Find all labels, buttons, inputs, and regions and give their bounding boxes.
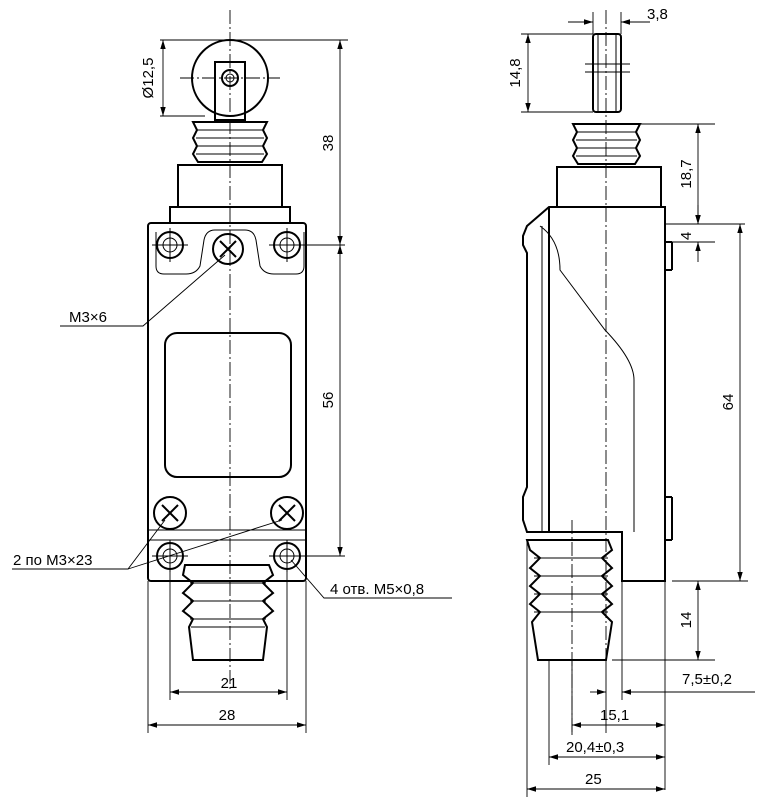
dim-offset-rear: 7,5±0,2 — [682, 671, 732, 688]
dim-height-body: 56 — [320, 392, 337, 409]
dim-roller-width: 3,8 — [647, 6, 668, 23]
front-hole-bottom-right — [269, 540, 345, 572]
dim-roller-height: 14,8 — [507, 58, 524, 87]
front-bellows — [191, 121, 269, 163]
dim-total-depth: 25 — [585, 771, 602, 788]
callout-screw-top: M3×6 — [69, 309, 107, 326]
callout-screws-bottom: 2 по M3×23 — [13, 552, 92, 569]
dim-axis-offset: 15,1 — [600, 707, 629, 724]
callout-holes: 4 отв. M5×0,8 — [330, 581, 424, 598]
side-bellows — [571, 123, 642, 165]
side-body — [522, 206, 666, 582]
front-body — [147, 222, 307, 582]
dim-height-top: 38 — [320, 135, 337, 152]
dim-width-holes: 21 — [221, 675, 238, 692]
front-hole-top-left — [152, 228, 188, 262]
front-screw-top — [212, 233, 244, 265]
front-window — [164, 332, 292, 478]
dim-gland-height: 14 — [678, 612, 695, 629]
dim-width-body: 28 — [219, 707, 236, 724]
dim-roller-diameter: Ø12,5 — [140, 58, 157, 99]
dim-step-height: 4 — [678, 232, 695, 240]
dim-neck-height: 18,7 — [678, 159, 695, 188]
front-screw-bottom-right — [270, 496, 304, 530]
side-view: 3,8 14,8 18,7 4 64 14 7,5±0,2 — [507, 6, 755, 797]
front-screw-bottom-left — [153, 496, 187, 530]
dim-body-height: 64 — [720, 394, 737, 411]
front-hole-top-right — [269, 228, 345, 262]
front-view: Ø12,5 38 56 21 28 M3×6 2 по M3×23 4 отв.… — [12, 10, 452, 733]
side-neck — [556, 166, 662, 208]
dim-axis-offset-tol: 20,4±0,3 — [566, 739, 624, 756]
front-cable-gland — [181, 564, 275, 661]
side-roller — [585, 33, 630, 113]
